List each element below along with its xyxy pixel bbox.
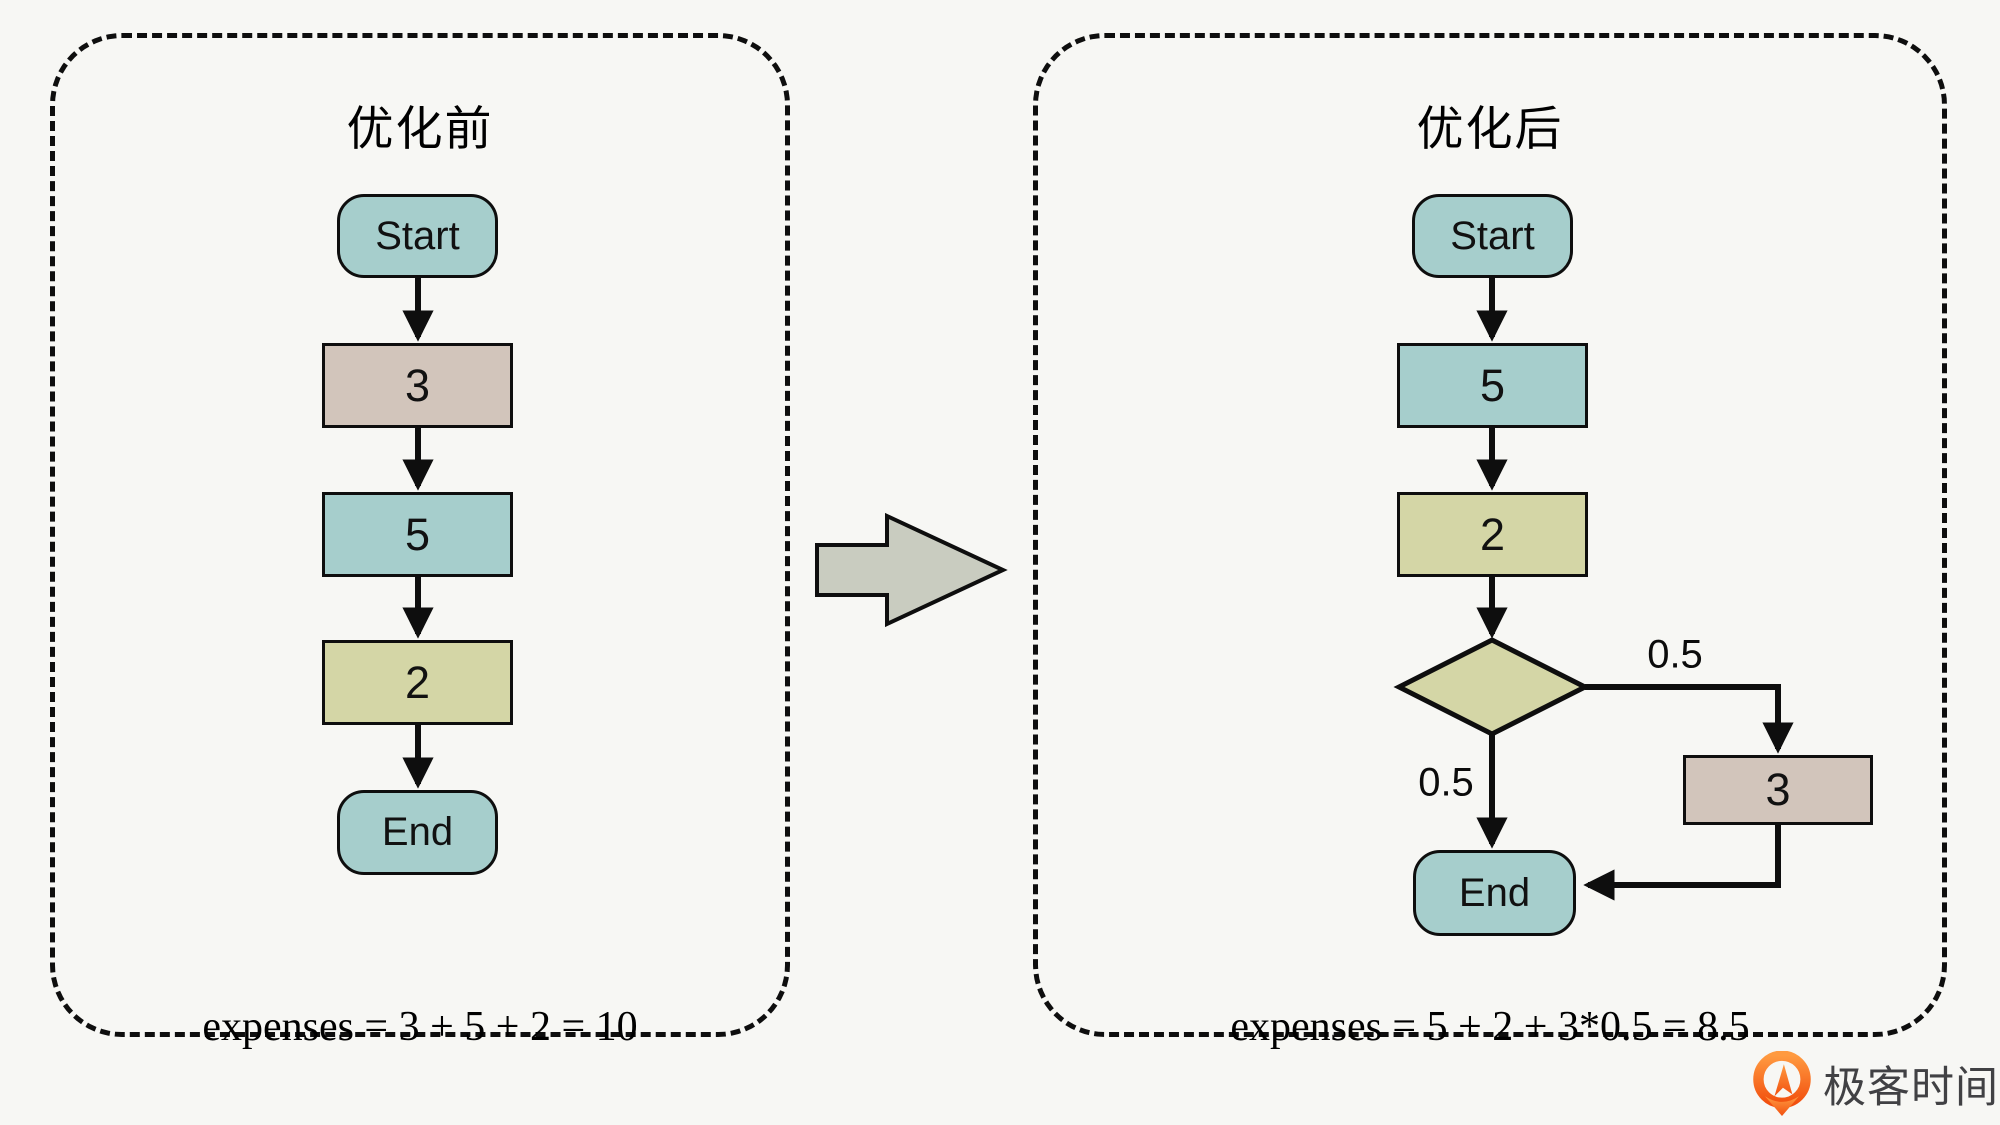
geektime-logo: 极客时间 xyxy=(1751,1050,1999,1118)
after-panel-title: 优化后 xyxy=(1416,102,1564,155)
left-end-node: End xyxy=(337,790,498,875)
before-expenses-formula: expenses = 3 + 5 + 2 = 10 xyxy=(202,1004,638,1050)
after-expenses-formula: expenses = 5 + 2 + 3*0.5 = 8.5 xyxy=(1230,1004,1750,1050)
probability-label-down: 0.5 xyxy=(1418,760,1474,805)
right-cost-3-node: 3 xyxy=(1683,755,1873,825)
right-cost-2-node: 2 xyxy=(1397,492,1588,577)
left-cost-3-node: 3 xyxy=(322,343,513,428)
after-optimization-panel: 优化后 expenses = 5 + 2 + 3*0.5 = 8.5 xyxy=(1033,33,1947,1050)
left-cost-2-node: 2 xyxy=(322,640,513,725)
right-start-node: Start xyxy=(1412,194,1573,278)
geektime-logo-icon xyxy=(1753,1051,1811,1117)
before-optimization-panel: 优化前 expenses = 3 + 5 + 2 = 10 xyxy=(50,33,790,1050)
right-cost-5-node: 5 xyxy=(1397,343,1588,428)
left-cost-5-node: 5 xyxy=(322,492,513,577)
geektime-logo-text: 极客时间 xyxy=(1823,1064,1999,1112)
left-start-node: Start xyxy=(337,194,498,278)
transform-block-arrow xyxy=(815,512,1008,628)
probability-label-right: 0.5 xyxy=(1647,632,1703,677)
before-panel-title: 优化前 xyxy=(346,102,494,155)
right-end-node: End xyxy=(1413,850,1576,936)
